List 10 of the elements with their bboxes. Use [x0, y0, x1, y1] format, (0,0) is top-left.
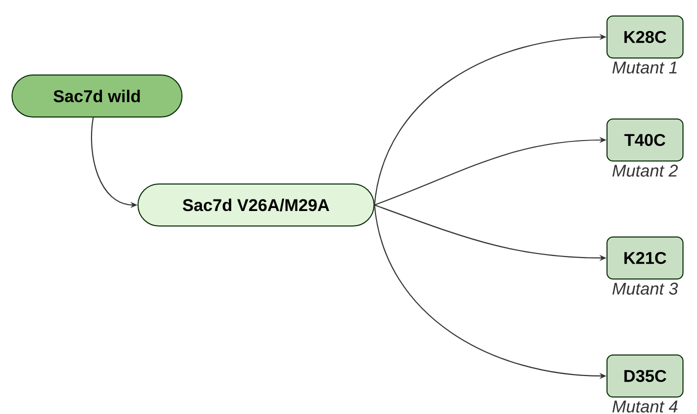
node-label: Mutant 2 [612, 164, 678, 177]
mutant-box: T40C [606, 118, 684, 162]
process-box: Sac7d V26A/M29A [138, 183, 374, 226]
mutant-box: D35C [606, 354, 684, 398]
mutant-box: K21C [606, 236, 684, 280]
start-box: Sac7d wild [12, 74, 182, 118]
node-label: Mutant 3 [612, 282, 678, 295]
node-label: Mutant 4 [612, 400, 678, 413]
node-label: Mutant 1 [612, 62, 677, 74]
mutant-box: K28C [606, 16, 684, 58]
